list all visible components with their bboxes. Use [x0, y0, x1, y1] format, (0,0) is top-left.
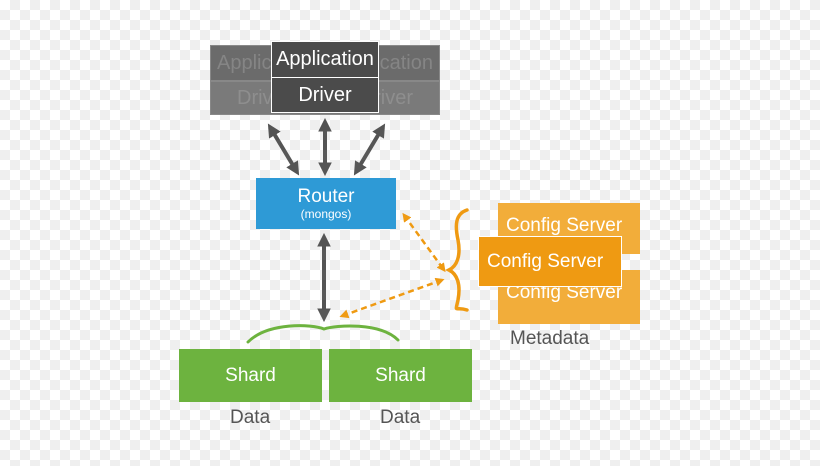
shard-box: Shard — [179, 349, 322, 402]
application-label: Application — [276, 48, 374, 70]
config-server-brace — [445, 208, 469, 312]
driver-box: Driver — [271, 77, 379, 113]
shard-data-caption: Data — [380, 407, 421, 428]
router-title: Router — [297, 185, 355, 207]
config-server-label: Config Server — [506, 215, 623, 236]
metadata-arrows — [339, 212, 446, 319]
config-server-label: Config Server — [506, 282, 623, 303]
application-back-right-label: ication — [375, 51, 433, 74]
config-server-back-top: Config Server — [498, 203, 640, 254]
application-back-left-label: Applic — [217, 51, 272, 74]
shard-data-caption: Data — [230, 407, 271, 428]
router-subtitle: (mongos) — [300, 206, 352, 221]
router-box: Router (mongos) — [256, 178, 396, 229]
metadata-label: Metadata — [510, 328, 590, 349]
shard-brace — [246, 324, 400, 344]
driver-label: Driver — [298, 83, 352, 106]
config-server-front: Config Server — [478, 236, 622, 287]
arrow-router-config — [402, 212, 446, 273]
config-server-label: Config Server — [487, 250, 604, 272]
driver-router-arrows — [267, 117, 386, 323]
application-box: Application — [271, 41, 379, 78]
arrow-config-shards — [339, 277, 445, 319]
arrow-left-driver-router — [267, 123, 300, 176]
arrow-right-driver-router — [353, 123, 386, 176]
shard-label: Shard — [375, 364, 426, 386]
shard-label: Shard — [225, 364, 276, 386]
driver-back-left-label: Driv — [237, 86, 273, 109]
shard-box: Shard — [329, 349, 472, 402]
driver-back-right-label: river — [374, 86, 413, 109]
